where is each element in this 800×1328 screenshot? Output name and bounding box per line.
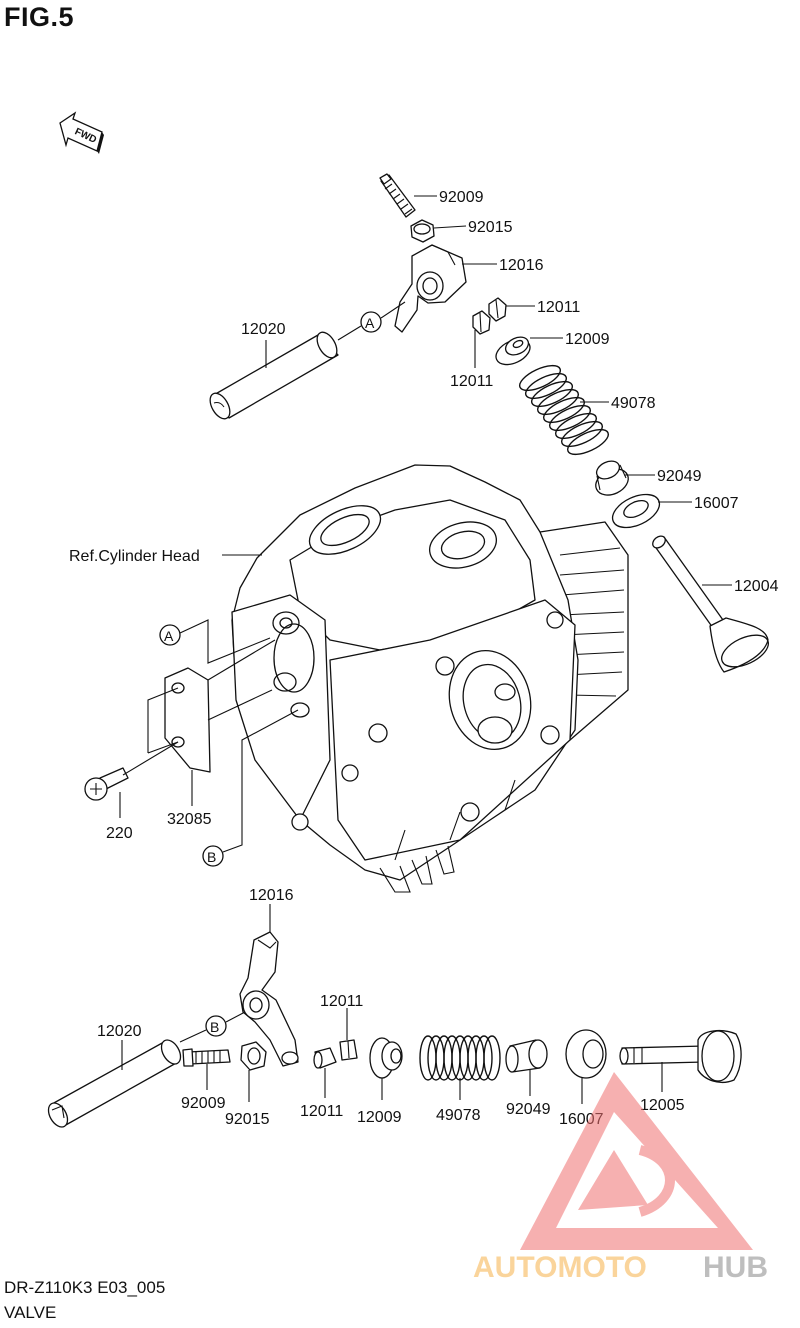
valve-icon — [652, 535, 769, 673]
bracket-icon — [164, 667, 211, 773]
callout-a-head: A — [159, 619, 271, 664]
callout-a-rocker: A — [337, 301, 406, 341]
valve-cotter-icon — [313, 1047, 337, 1069]
valve-seal-icon — [595, 460, 629, 496]
svg-text:12011: 12011 — [450, 373, 493, 390]
part-label-bottom-cotter-bottom: 12011 — [300, 1068, 343, 1120]
watermark-text-b: HUB — [703, 1251, 768, 1284]
part-label-top-valve-seal: 92049 — [624, 468, 702, 485]
valve-icon — [619, 1029, 742, 1084]
svg-text:12011: 12011 — [300, 1103, 343, 1120]
svg-text:92049: 92049 — [506, 1101, 551, 1118]
part-label-top-rocker-arm: 12016 — [462, 257, 544, 274]
part-label-bottom-cotter-top: 12011 — [320, 993, 363, 1040]
part-label-bracket-screw: 220 — [106, 792, 133, 842]
svg-text:12020: 12020 — [97, 1023, 142, 1040]
svg-text:12020: 12020 — [241, 321, 286, 338]
svg-text:49078: 49078 — [436, 1107, 481, 1124]
part-label-top-spring-retainer: 12009 — [530, 331, 610, 348]
svg-text:A: A — [365, 315, 375, 331]
part-label-bottom-spring-retainer: 12009 — [357, 1078, 402, 1126]
rocker-arm-icon — [239, 931, 299, 1067]
svg-text:12005: 12005 — [640, 1097, 685, 1114]
part-label-top-cotter-left: 12011 — [450, 330, 493, 390]
spring-seat-icon — [565, 1029, 607, 1079]
svg-text:12004: 12004 — [734, 578, 779, 595]
svg-text:16007: 16007 — [694, 495, 739, 512]
svg-text:92049: 92049 — [657, 468, 702, 485]
svg-text:12009: 12009 — [565, 331, 610, 348]
fwd-arrow-icon: FWD — [59, 111, 104, 154]
svg-text:B: B — [210, 1019, 219, 1035]
valve-cotter-icon — [472, 310, 491, 335]
callout-b-bottom: B — [179, 1011, 246, 1043]
part-label-top-rocker-shaft: 12020 — [241, 321, 286, 368]
valve-spring-icon — [419, 1035, 501, 1081]
spring-seat-icon — [611, 493, 661, 529]
svg-text:32085: 32085 — [167, 811, 212, 828]
part-label-bottom-valve: 12005 — [640, 1062, 685, 1114]
spring-retainer-icon — [495, 336, 531, 366]
rocker-shaft-icon — [47, 1039, 182, 1128]
valve-seal-icon — [505, 1039, 548, 1073]
svg-text:92009: 92009 — [181, 1095, 226, 1112]
rocker-shaft-icon — [209, 331, 339, 420]
svg-text:49078: 49078 — [611, 395, 656, 412]
svg-text:92009: 92009 — [439, 189, 484, 206]
part-label-top-valve-spring: 49078 — [580, 395, 656, 412]
svg-text:12016: 12016 — [249, 887, 294, 904]
part-label-top-spring-seat: 16007 — [658, 495, 739, 512]
nut-icon — [240, 1041, 267, 1071]
svg-text:92015: 92015 — [225, 1111, 270, 1128]
watermark-text-a: AUTOMOTO — [473, 1251, 647, 1284]
nut-icon — [410, 219, 435, 243]
cylinder-head-icon — [231, 464, 629, 893]
ref-cylinder-head-label: Ref.Cylinder Head — [69, 548, 200, 565]
svg-text:12011: 12011 — [537, 299, 580, 316]
figure-title: FIG.5 — [4, 2, 75, 32]
svg-text:220: 220 — [106, 825, 133, 842]
footer-model-code: DR-Z110K3 E03_005 — [4, 1278, 166, 1297]
svg-text:12016: 12016 — [499, 257, 544, 274]
screw-icon — [84, 767, 129, 801]
part-label-top-valve: 12004 — [702, 578, 779, 595]
part-label-bottom-rocker-arm: 12016 — [249, 887, 294, 932]
adjust-screw-icon — [379, 173, 416, 218]
rocker-arm-icon — [394, 244, 467, 333]
svg-text:12011: 12011 — [320, 993, 363, 1010]
part-label-bottom-valve-spring: 49078 — [436, 1078, 481, 1124]
svg-text:A: A — [164, 628, 174, 644]
part-label-top-nut: 92015 — [433, 219, 513, 236]
part-label-bracket: 32085 — [167, 770, 212, 828]
valve-spring-icon — [519, 364, 609, 456]
svg-text:B: B — [207, 849, 216, 865]
watermark-logo: AUTOMOTO HUB — [473, 1072, 768, 1284]
svg-text:92015: 92015 — [468, 219, 513, 236]
valve-cotter-icon — [488, 297, 507, 322]
svg-text:12009: 12009 — [357, 1109, 402, 1126]
part-label-bottom-valve-seal: 92049 — [506, 1070, 551, 1118]
spring-retainer-icon — [369, 1037, 403, 1079]
callout-b-head: B — [202, 709, 299, 867]
part-label-top-cotter-right: 12011 — [506, 299, 580, 316]
part-label-top-adjust-screw: 92009 — [414, 189, 484, 206]
part-label-bottom-rocker-shaft: 12020 — [97, 1023, 142, 1070]
valve-cotter-icon — [339, 1039, 358, 1061]
part-label-bottom-nut: 92015 — [225, 1070, 270, 1128]
footer-section-name: VALVE — [4, 1303, 57, 1322]
part-label-bottom-adjust-screw: 92009 — [181, 1064, 226, 1112]
adjust-screw-icon — [182, 1048, 231, 1067]
